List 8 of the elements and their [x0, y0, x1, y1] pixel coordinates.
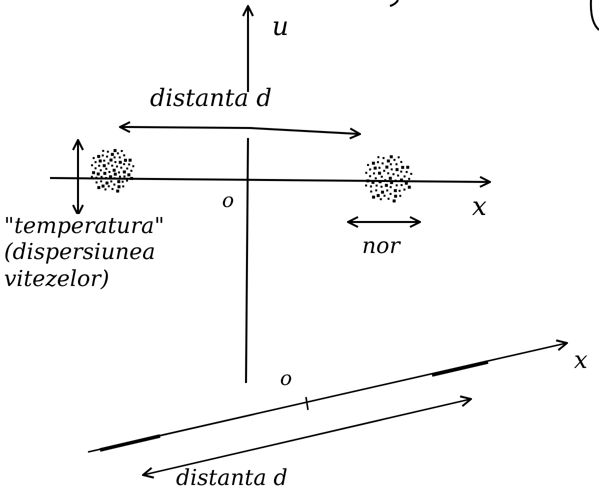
origin-label: o — [222, 188, 234, 212]
dimension-label: distanta d — [150, 84, 272, 113]
dimension-label: distanta d — [176, 466, 288, 492]
axis-label: x — [574, 346, 588, 375]
dimension-label: nor — [362, 234, 400, 260]
axis-label: x — [472, 192, 487, 224]
origin-label: o — [280, 366, 292, 390]
axis-label: u — [272, 12, 289, 44]
